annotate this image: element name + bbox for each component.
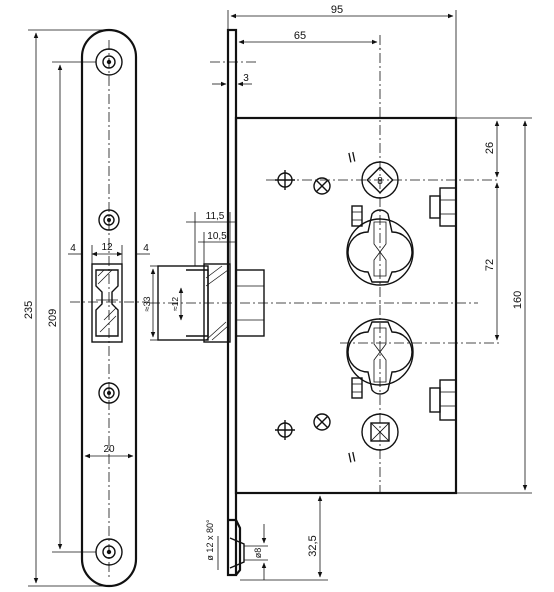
- screw-upper-right: [313, 177, 331, 195]
- dim-text-32-5: 32,5: [307, 535, 319, 556]
- strike-plate: [70, 28, 150, 588]
- roman-numeral-bottom: II: [346, 448, 357, 465]
- dim-strike-height: 235: [23, 29, 110, 587]
- faceplate-bottom-tab: [228, 518, 242, 576]
- dim-backset: 65: [238, 30, 378, 45]
- strike-latch-cutout: [91, 263, 123, 343]
- dim-text-20: 20: [103, 444, 115, 455]
- dim-body-height: 160: [456, 117, 532, 494]
- screw-lower-left: [275, 420, 295, 440]
- dim-latch-height: ≈33: [142, 265, 160, 341]
- dim-body-width: 95: [227, 4, 457, 118]
- lock-body: 8 II II: [226, 28, 500, 577]
- dim-text-12: 12: [101, 242, 113, 253]
- dim-bottom-offset: 32,5: [240, 495, 328, 581]
- right-bolt-lower: [429, 379, 457, 421]
- dim-text-10-5: 10,5: [207, 231, 227, 242]
- dim-faceplate: 3: [210, 61, 258, 87]
- dim-latch-throw: 11,5 10,5: [186, 211, 236, 266]
- dim-text-12-inner: ≈12: [170, 297, 180, 311]
- cylinder-upper: [346, 205, 414, 286]
- dim-text-235: 235: [23, 301, 35, 319]
- dim-text-209: 209: [47, 309, 59, 327]
- screw-lower-right: [313, 413, 331, 431]
- dim-strike-holes: 209: [47, 61, 96, 553]
- dim-text-160: 160: [512, 291, 524, 309]
- dim-text-11-5: 11,5: [206, 211, 225, 222]
- dim-text-4-right: 4: [143, 243, 149, 254]
- countersink-profile: [229, 537, 245, 569]
- dim-text-72: 72: [484, 259, 496, 271]
- right-bolt-upper: [429, 187, 457, 227]
- dim-text-screw-hole: ø 12 x 80°: [205, 519, 215, 561]
- dim-text-4-left: 4: [70, 243, 76, 254]
- dim-text-95: 95: [331, 4, 343, 16]
- dim-cylinder-spacing: 72: [484, 182, 500, 341]
- dim-strike-width: 20: [84, 444, 134, 459]
- dim-text-33: ≈33: [142, 297, 152, 312]
- dim-text-26: 26: [484, 142, 496, 154]
- dim-strike-cutout: 4 12 4: [68, 242, 150, 264]
- lock-case: [234, 116, 458, 495]
- dim-text-screw-shaft: ø8: [253, 548, 263, 559]
- roman-numeral-top: II: [346, 148, 357, 165]
- faceplate: [226, 28, 238, 577]
- dim-text-65: 65: [294, 30, 306, 42]
- dim-top-spindle: 26: [456, 117, 502, 178]
- latch-side-view: [150, 263, 478, 343]
- dim-text-3: 3: [243, 73, 249, 84]
- dim-latch-inner-height: ≈12: [170, 287, 184, 321]
- dim-screw-hole: ø 12 x 80° ø8: [205, 519, 268, 580]
